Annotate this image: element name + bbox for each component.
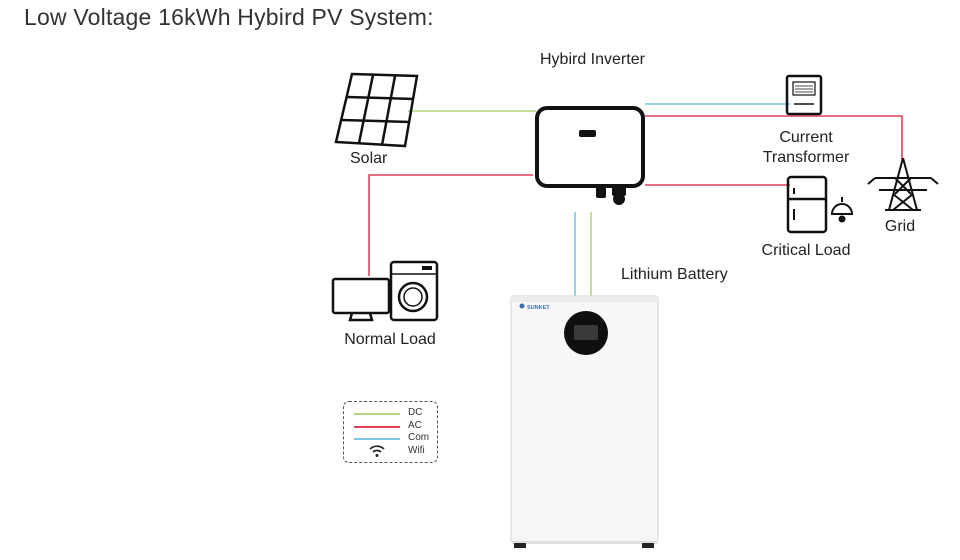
ac-line-inverter-normal-load <box>368 174 533 276</box>
battery-brand-text: SUNKET <box>527 305 550 311</box>
grid-tower-icon <box>867 157 939 211</box>
ac-line-inverter-grid <box>645 115 903 160</box>
connection-lines <box>368 103 903 298</box>
hybrid-inverter-icon <box>535 106 645 205</box>
monitor-icon <box>331 277 391 322</box>
wifi-icon <box>369 445 385 457</box>
lamp-icon <box>830 197 854 223</box>
lithium-battery-label: Lithium Battery <box>621 266 728 283</box>
legend-label-com: Com <box>408 432 430 443</box>
current-transformer-icon <box>785 74 823 116</box>
legend-item-dc: DC <box>354 407 432 420</box>
fridge-icon <box>786 175 828 234</box>
legend-item-ac: AC <box>354 420 432 433</box>
inverter-label: Hybird Inverter <box>540 51 645 68</box>
legend: DC AC Com Wifi <box>343 401 438 463</box>
legend-label-dc: DC <box>408 407 423 418</box>
current-transformer-label: Current Transformer <box>762 129 850 166</box>
dc-line-swatch <box>354 413 400 415</box>
page-title: Low Voltage 16kWh Hybird PV System: <box>24 4 434 30</box>
lithium-battery-icon <box>510 295 659 548</box>
legend-label-ac: AC <box>408 420 422 431</box>
washing-machine-icon <box>389 260 439 322</box>
solar-panel-icon <box>334 72 419 148</box>
legend-item-wifi: Wifi <box>354 445 432 458</box>
com-line-swatch <box>354 438 400 440</box>
normal-load-label: Normal Load <box>344 331 436 348</box>
solar-label: Solar <box>350 150 388 167</box>
grid-label: Grid <box>884 218 916 235</box>
critical-load-label: Critical Load <box>761 242 851 259</box>
ac-line-swatch <box>354 426 400 428</box>
legend-label-wifi: Wifi <box>408 445 425 456</box>
legend-item-com: Com <box>354 432 432 445</box>
